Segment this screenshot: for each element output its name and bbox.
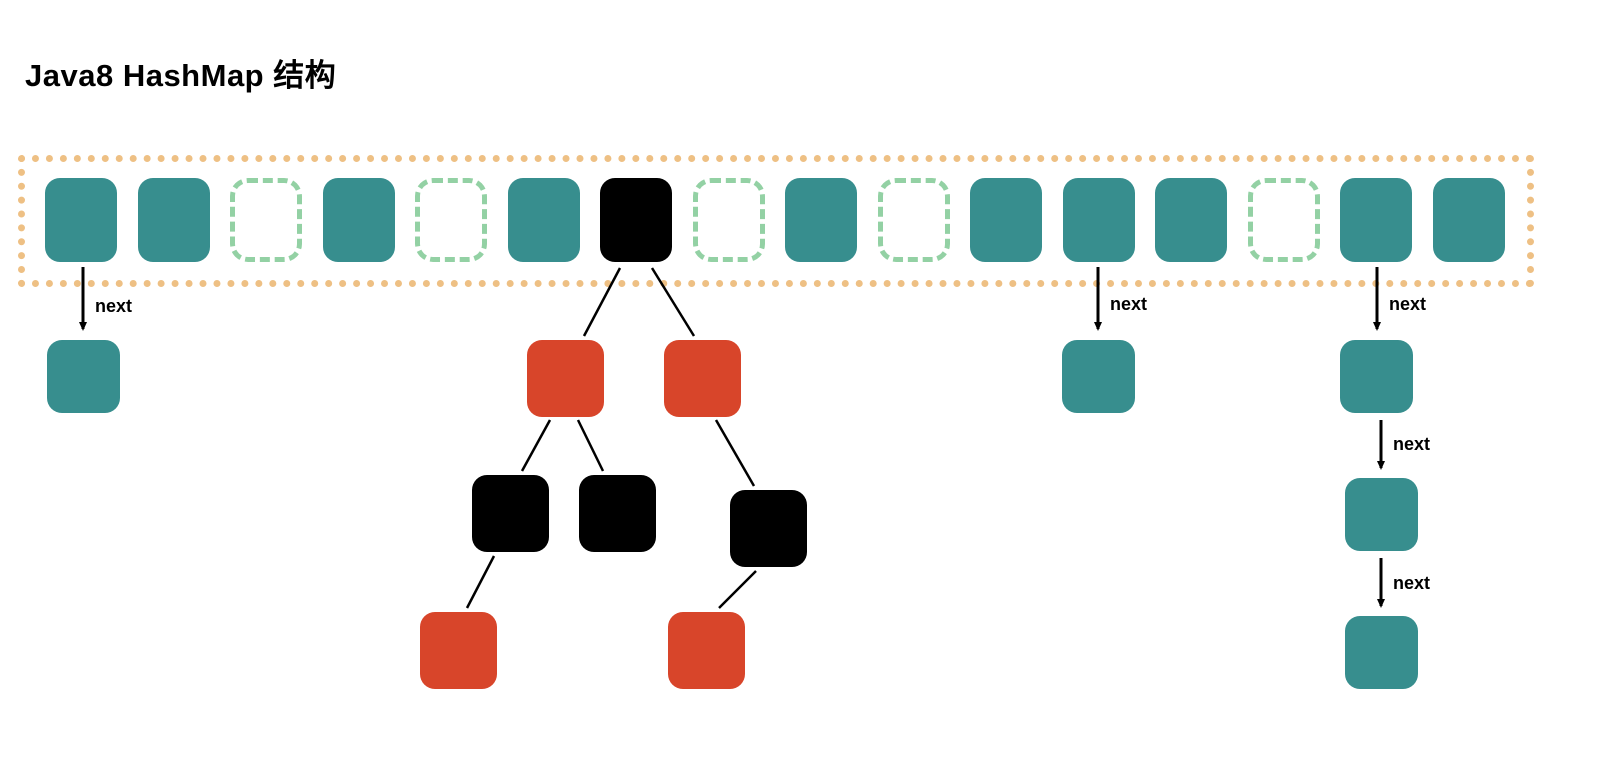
tree-edge-4 [714, 419, 756, 487]
tree-edge-5 [465, 555, 496, 609]
tree-node-red-leaf-right [668, 612, 745, 689]
bucket-8-filled [785, 178, 857, 262]
tree-edge-6 [718, 570, 757, 609]
tree-node-black-left2 [579, 475, 656, 552]
bucket-0-filled [45, 178, 117, 262]
diagram-title: Java8 HashMap 结构 [25, 58, 337, 93]
tree-node-black-right [730, 490, 807, 567]
list-node-bucket14-1 [1340, 340, 1413, 413]
bucket-array-border [18, 155, 1534, 287]
list-node-bucket14-2 [1345, 478, 1418, 551]
tree-node-red-left [527, 340, 604, 417]
tree-node-black-left1 [472, 475, 549, 552]
next-label-1: next [1110, 294, 1148, 314]
bucket-5-filled [508, 178, 580, 262]
bucket-11-filled [1063, 178, 1135, 262]
next-label-3: next [1393, 434, 1431, 454]
tree-edge-2 [520, 419, 552, 472]
bucket-4-empty [415, 178, 487, 262]
bucket-13-empty [1248, 178, 1320, 262]
next-label-2: next [1389, 294, 1427, 314]
list-node-bucket11 [1062, 340, 1135, 413]
bucket-1-filled [138, 178, 210, 262]
bucket-14-filled [1340, 178, 1412, 262]
next-label-0: next [95, 296, 133, 316]
bucket-10-filled [970, 178, 1042, 262]
list-node-bucket0 [47, 340, 120, 413]
tree-node-red-leaf-left [420, 612, 497, 689]
bucket-3-filled [323, 178, 395, 262]
next-label-4: next [1393, 573, 1431, 593]
bucket-7-empty [693, 178, 765, 262]
bucket-15-filled [1433, 178, 1505, 262]
bucket-2-empty [230, 178, 302, 262]
list-node-bucket14-3 [1345, 616, 1418, 689]
tree-edge-3 [576, 419, 605, 472]
bucket-12-filled [1155, 178, 1227, 262]
bucket-9-empty [878, 178, 950, 262]
tree-node-red-right [664, 340, 741, 417]
bucket-6-treeified [600, 178, 672, 262]
